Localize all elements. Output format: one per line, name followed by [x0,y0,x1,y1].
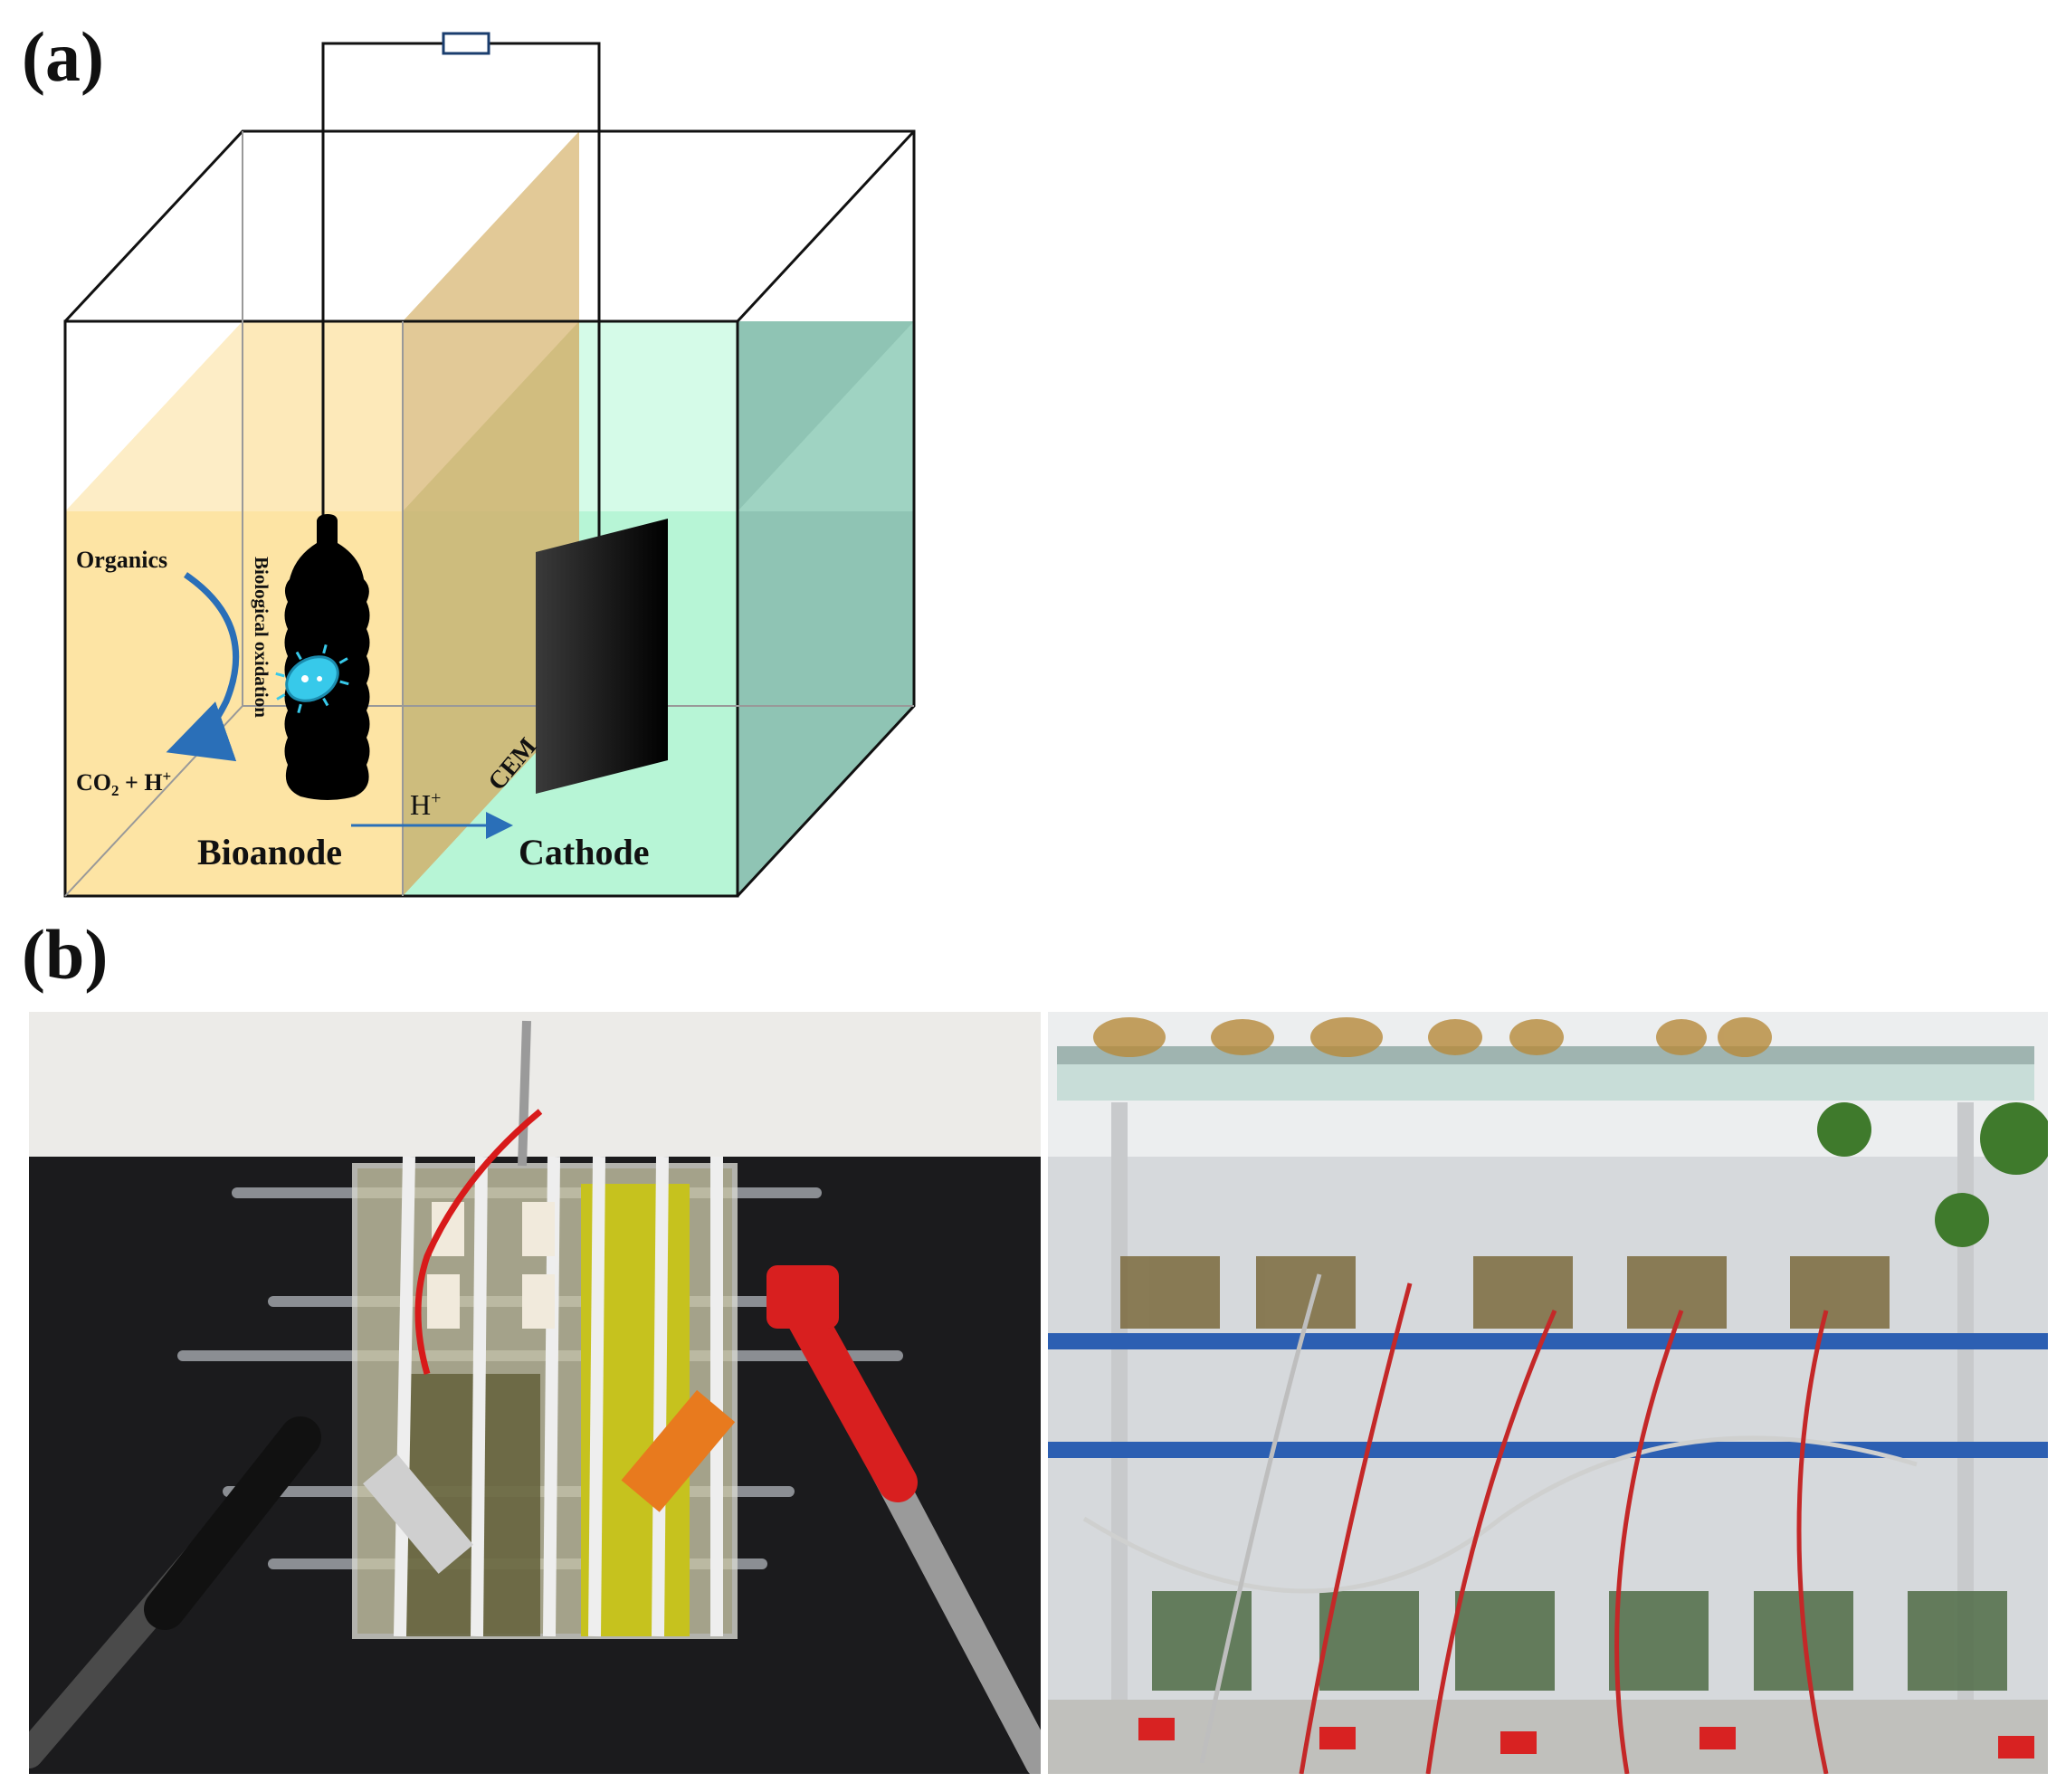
anode-liquid-top [65,321,403,511]
photo-mfc-array [1048,1012,2048,1774]
resistor-icon [442,32,490,55]
label-organics: Organics [76,547,167,573]
panel-a-label: (a) [22,17,104,96]
label-bioanode: Bioanode [197,832,342,872]
cem-membrane-lower [403,321,579,896]
oxidation-arrow [166,572,240,762]
label-co2-h: CO2 + H+ [76,767,171,799]
external-circuit [321,42,601,539]
panel-b-label: (b) [22,915,109,994]
bacterium-icon [275,643,349,714]
cathode-side-upper [738,321,914,511]
reactor-box [63,129,916,898]
label-cathode: Cathode [519,832,649,872]
cathode-electrode [536,519,668,794]
photo-single-mfc [29,1012,1041,1774]
mfc-schematic: Organics Biological oxidation CO2 + H+ C… [63,32,916,898]
label-biological-oxidation: Biological oxidation [251,557,272,718]
label-proton: H+ [410,788,441,821]
